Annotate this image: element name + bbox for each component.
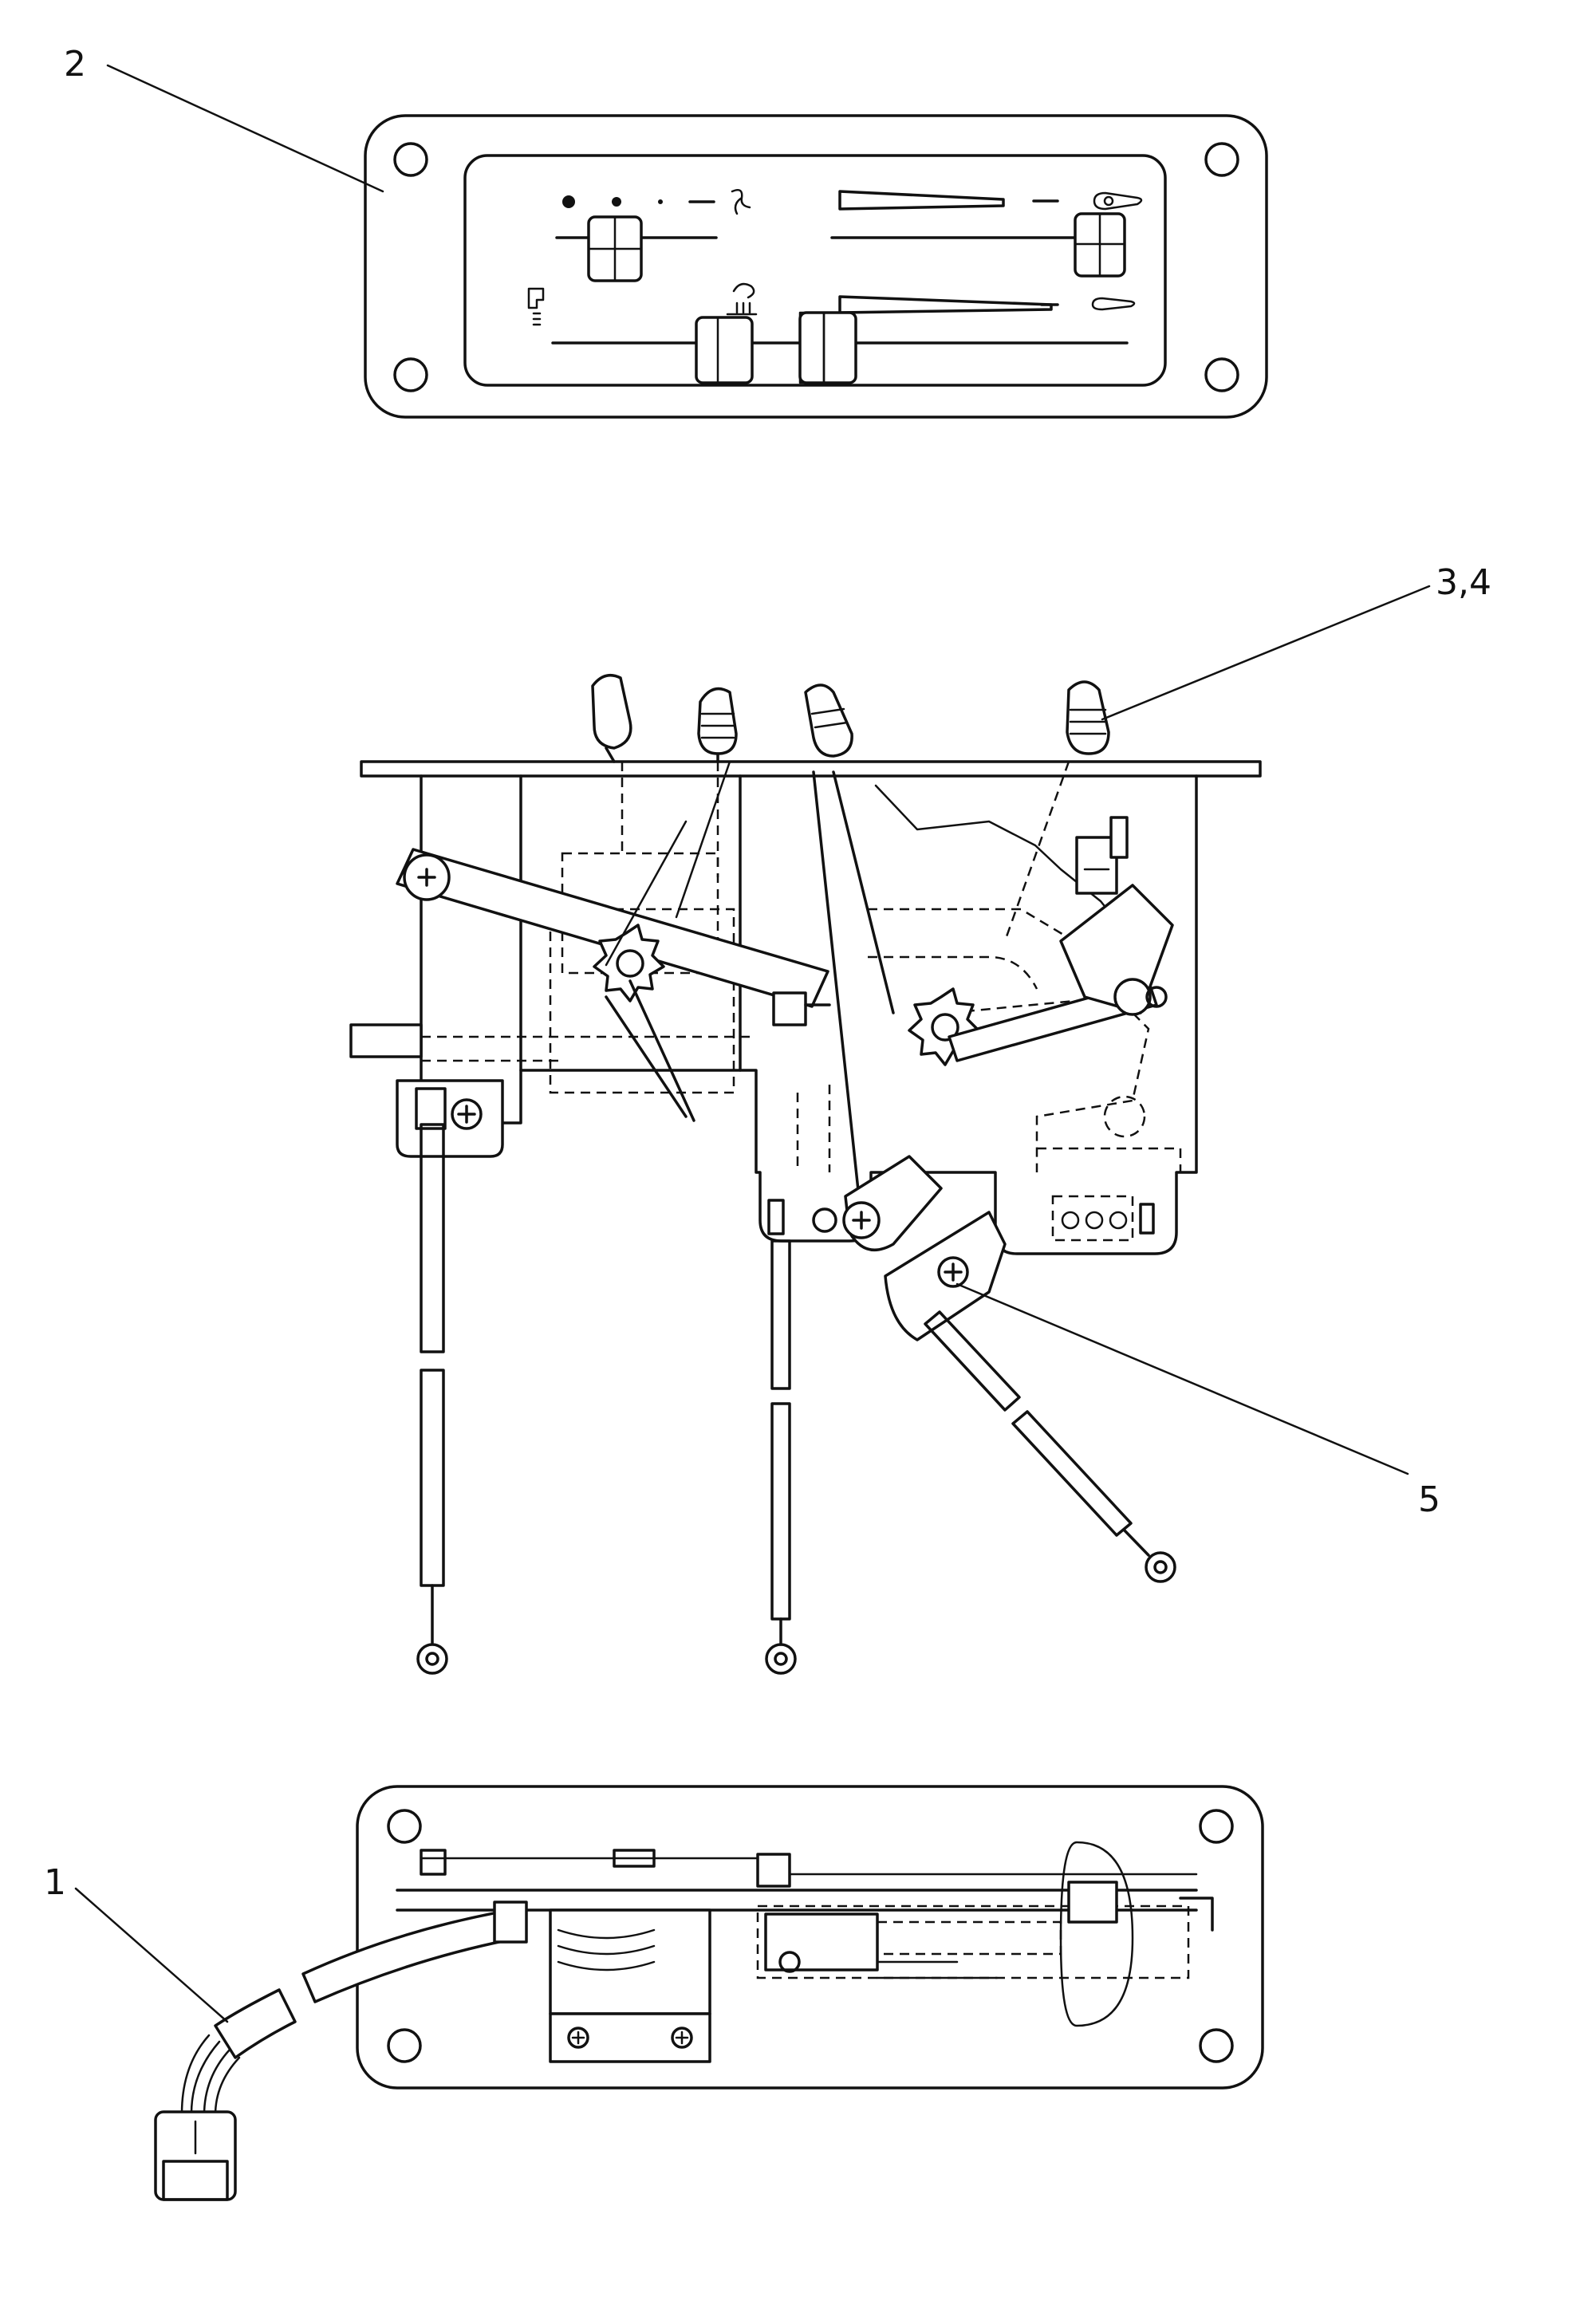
link-plate [1059,884,1174,1014]
control-panel-face [364,114,1268,419]
lever-knob-1 [591,673,632,763]
callout-label-3-4: 3,4 [1436,562,1491,603]
cable-clip [772,991,807,1026]
mount-hole [393,142,428,177]
control-mechanism [349,673,1262,1675]
control-cable-right [924,1310,1176,1583]
control-unit-side-view [154,1785,1264,2201]
fan-icon [562,189,751,215]
mount-hole [1199,1809,1234,1844]
callout-label-5: 5 [1418,1479,1440,1520]
mount-hole [1204,357,1239,392]
mount-hole [393,357,428,392]
callout-label-2: 2 [64,44,86,85]
mount-hole [1204,142,1239,177]
mount-hole [387,1809,422,1844]
crank-arm [396,848,829,1008]
mode-slider-knob-right[interactable] [798,311,857,384]
cable-bracket [396,1079,504,1158]
leader-line-5 [955,1282,1409,1475]
control-cable-middle [765,1239,797,1675]
mode-slider-knob[interactable] [695,316,754,384]
star-nut [593,924,665,1002]
temperature-icon [838,190,1143,211]
lever-knob-2 [697,687,738,763]
defrost-icon [726,282,758,316]
motor-block [549,1908,711,2015]
airflow-mode-icon [527,287,545,326]
control-cable-left [416,1123,448,1675]
control-panel-window [463,154,1167,387]
mount-hole [387,2028,422,2063]
leader-line-2 [106,64,384,193]
mount-hole [1199,2028,1234,2063]
callout-label-1: 1 [44,1862,66,1903]
wire-harness [154,1901,528,2201]
leader-line-3-4 [1101,585,1431,721]
leader-line-1 [74,1887,229,2023]
lever-knob-3 [804,683,853,758]
leader-lines [74,64,1431,2023]
lever-knob-4 [1066,680,1110,755]
